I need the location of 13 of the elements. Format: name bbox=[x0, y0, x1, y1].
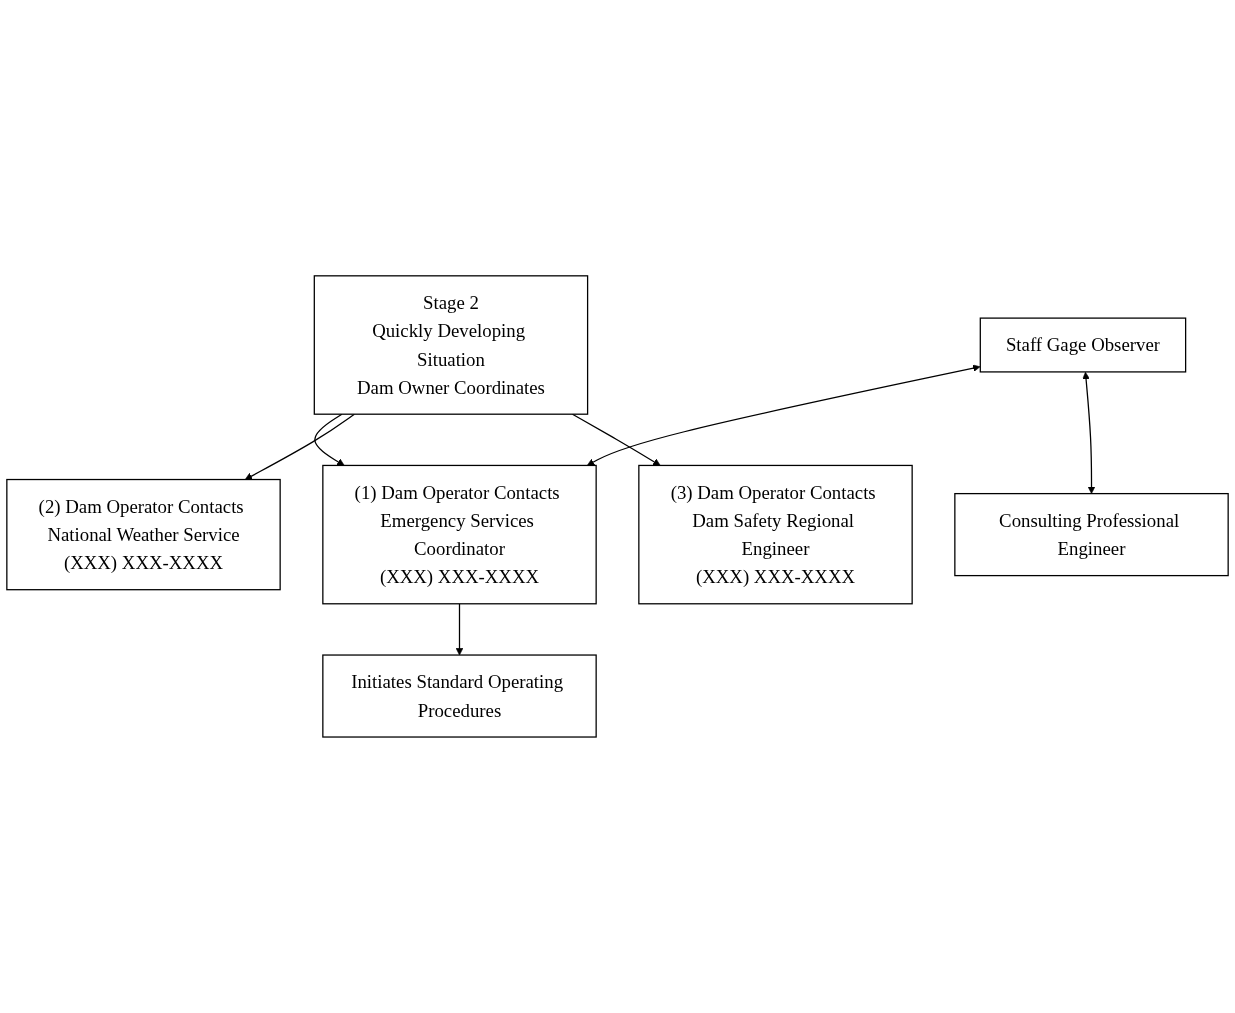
node-box: Initiates Standard Operating Procedures bbox=[322, 654, 597, 738]
node-box: (2) Dam Operator Contacts National Weather Service (XXX) XXX-XXXX bbox=[6, 478, 281, 591]
node-box: Consulting Professional Engineer bbox=[954, 493, 1229, 577]
node-box: (1) Dam Operator Contacts Emergency Services Coordinator (XXX) XXX-XXXX bbox=[322, 464, 597, 605]
arrow bbox=[455, 603, 464, 656]
node-box: (3) Dam Operator Contacts Dam Safety Regional Engineer (XXX) XXX-XXXX bbox=[638, 464, 913, 605]
node-box: Stage 2 Quickly Developing Situation Dam Owner Coordinates bbox=[313, 275, 589, 415]
node-box: Staff Gage Observer bbox=[979, 317, 1187, 373]
arrow bbox=[314, 413, 345, 466]
arrow bbox=[1082, 372, 1096, 494]
arrow bbox=[571, 413, 661, 466]
arrow bbox=[586, 364, 981, 466]
arrow bbox=[244, 413, 355, 480]
